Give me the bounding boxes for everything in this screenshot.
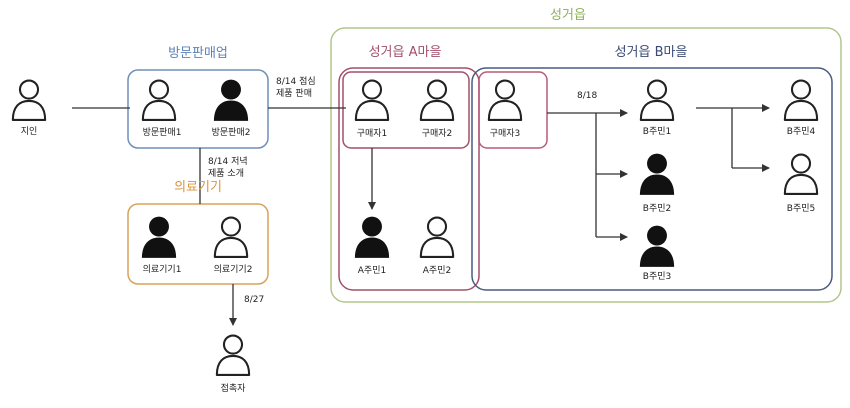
person-outline-icon xyxy=(215,334,251,377)
person-label: 구매자2 xyxy=(421,129,453,139)
buyer-ab-box xyxy=(342,71,470,149)
person-outline-icon xyxy=(141,79,177,122)
buyer3-to-b-note: 8/18 xyxy=(577,91,598,101)
note-line: 제품 판매 xyxy=(276,89,312,99)
person-outline-icon xyxy=(11,79,47,122)
note-line: 8/14 저녁 xyxy=(208,157,248,167)
person-label: B주민3 xyxy=(642,272,672,282)
person-label: 의료기기1 xyxy=(142,265,182,275)
village-a-title: 성거읍 A마을 xyxy=(368,45,442,60)
person-label: 구매자3 xyxy=(489,129,521,139)
person-label: A주민2 xyxy=(422,266,452,276)
person-outline-icon xyxy=(354,79,390,122)
person-outline-icon xyxy=(419,79,455,122)
person-filled-icon xyxy=(639,153,675,195)
person-outline-icon xyxy=(419,216,455,259)
sales-to-medical-note: 8/14 저녁 제품 소개 xyxy=(208,156,248,180)
person-label: 방문판매1 xyxy=(142,128,182,138)
person-outline-icon xyxy=(213,216,249,259)
medical-group-title: 의료기기 xyxy=(174,180,222,195)
sales-to-buyers-note: 8/14 점심 제품 판매 xyxy=(276,76,316,100)
village-b-title: 성거읍 B마을 xyxy=(614,45,688,60)
person-label: B주민5 xyxy=(786,204,816,214)
person-label: 지인 xyxy=(20,127,38,137)
person-filled-icon xyxy=(354,216,390,258)
person-label: 접촉자 xyxy=(220,384,246,394)
person-outline-icon xyxy=(783,153,819,196)
sales-group-box xyxy=(127,69,269,149)
person-outline-icon xyxy=(639,79,675,122)
note-line: 8/14 점심 xyxy=(276,77,316,87)
medical-group-box xyxy=(127,203,269,285)
medical-to-contact-note: 8/27 xyxy=(244,295,265,305)
person-filled-icon xyxy=(213,79,249,121)
town-title: 성거읍 xyxy=(550,8,586,23)
person-outline-icon xyxy=(487,79,523,122)
person-outline-icon xyxy=(783,79,819,122)
town-group-box xyxy=(330,27,842,303)
note-line: 제품 소개 xyxy=(208,169,244,179)
person-filled-icon xyxy=(141,216,177,258)
person-label: A주민1 xyxy=(357,266,387,276)
person-label: B주민4 xyxy=(786,127,816,137)
buyer3-box xyxy=(478,71,548,149)
person-label: 의료기기2 xyxy=(213,265,253,275)
person-label: 방문판매2 xyxy=(211,128,251,138)
sales-group-title: 방문판매업 xyxy=(168,46,228,61)
village-b-group-box xyxy=(471,67,833,291)
village-a-group-box xyxy=(338,67,480,291)
person-label: B주민1 xyxy=(642,127,672,137)
person-label: 구매자1 xyxy=(356,129,388,139)
person-filled-icon xyxy=(639,225,675,267)
person-label: B주민2 xyxy=(642,204,672,214)
